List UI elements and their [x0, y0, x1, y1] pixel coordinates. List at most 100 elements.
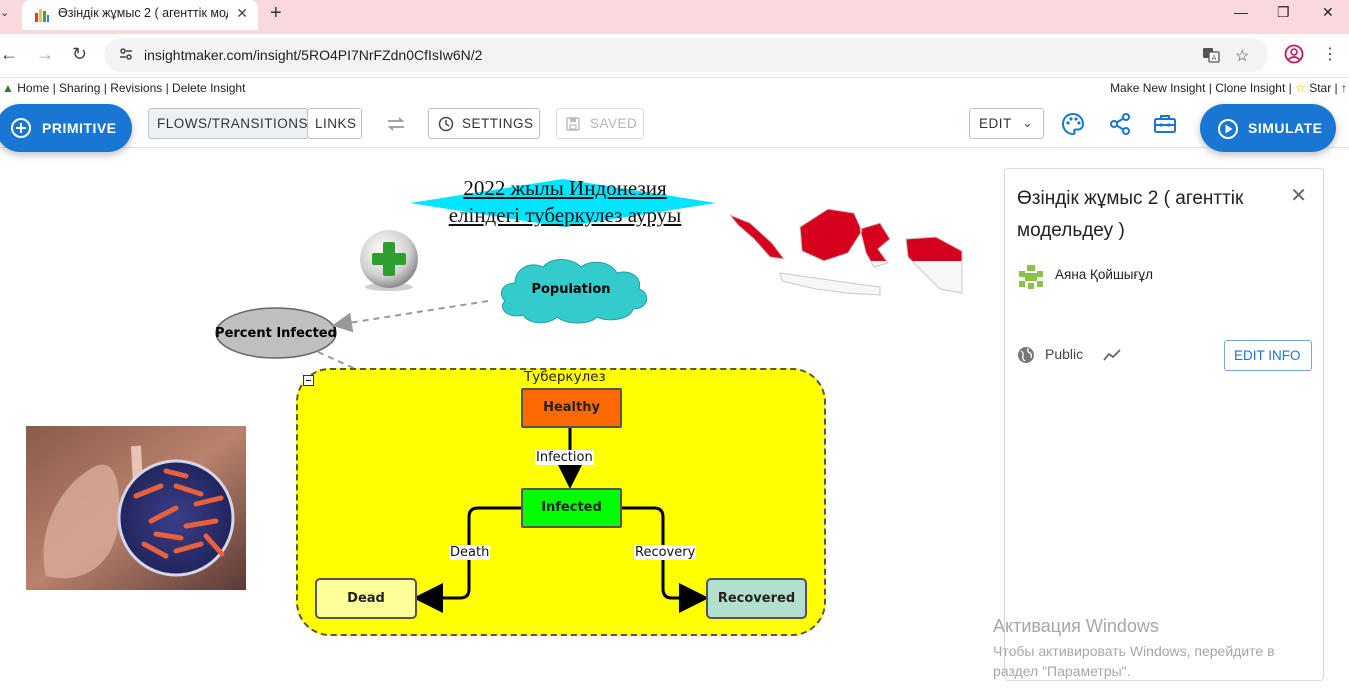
address-bar: ← → ↻ insightmaker.com/insight/5RO4PI7Nr… [0, 34, 1349, 78]
recovery-label: Recovery [634, 545, 697, 560]
star-icon: ☆ [1295, 81, 1306, 95]
healthy-label: Healthy [543, 400, 600, 415]
translate-icon[interactable]: A [1202, 46, 1220, 69]
recovered-state[interactable]: Recovered [706, 578, 807, 619]
saved-label: SAVED [590, 116, 638, 131]
folder-label: Туберкулез [524, 369, 606, 385]
avatar[interactable] [1017, 263, 1045, 291]
palette-icon[interactable] [1061, 112, 1085, 136]
site-info-icon[interactable] [118, 46, 134, 62]
swap-icon[interactable] [384, 112, 408, 136]
percent-infected-variable[interactable]: Percent Infected [214, 306, 338, 360]
tab-close-icon[interactable]: ✕ [236, 5, 248, 21]
edit-info-label: EDIT INFO [1234, 348, 1301, 363]
watermark-line3: раздел "Параметры". [993, 663, 1131, 679]
tab-search-chevron-icon[interactable]: ⌄ [0, 7, 10, 19]
separator: | [1205, 81, 1216, 95]
omnibox[interactable]: insightmaker.com/insight/5RO4PI7NrFZdn0C… [104, 38, 1268, 72]
sharing-link[interactable]: Sharing [59, 81, 101, 95]
links-button[interactable]: LINKS [307, 108, 362, 139]
green-plus-icon[interactable] [356, 227, 422, 293]
insight-maker-favicon-icon [35, 9, 49, 22]
recovered-label: Recovered [717, 591, 796, 606]
model-canvas[interactable]: 2022 жылы Индонезия еліндегі туберкулез … [0, 149, 990, 700]
flows-transitions-button[interactable]: FLOWS/TRANSITIONS [148, 108, 308, 139]
window-close-icon[interactable]: ✕ [1322, 4, 1334, 20]
settings-label: SETTINGS [462, 116, 534, 131]
watermark-body: Чтобы активировать Windows, перейдите в … [993, 641, 1275, 681]
panel-title: Өзіндік жұмыс 2 ( агенттік модельдеу ) [1017, 188, 1244, 241]
separator: | [1285, 81, 1296, 95]
dead-label: Dead [347, 591, 385, 606]
minimize-icon[interactable]: — [1234, 4, 1248, 20]
maximize-icon[interactable]: ❐ [1277, 4, 1290, 20]
insight-top-links: ▲ Home | Sharing | Revisions | Delete In… [0, 80, 1349, 98]
globe-icon [1018, 347, 1034, 363]
trending-icon[interactable] [1103, 348, 1121, 362]
separator: | [162, 81, 173, 95]
author-name[interactable]: Аяна Қойшығұл [1055, 267, 1154, 282]
infected-state[interactable]: Infected [521, 488, 622, 528]
close-icon[interactable]: ✕ [1290, 185, 1307, 207]
links-label: LINKS [315, 116, 357, 131]
add-circle-icon [11, 118, 31, 138]
back-icon[interactable]: ← [0, 44, 18, 64]
tab-strip: ⌄ Өзіндік жұмыс 2 ( агенттік мод ✕ + — ❐… [0, 0, 1349, 34]
browser-menu-icon[interactable]: ⋮ [1322, 46, 1338, 63]
title-diamond-shape [410, 179, 716, 227]
population-variable[interactable]: Population [493, 253, 653, 327]
model-title-line2: еліндегі туберкулез ауруы [448, 203, 682, 227]
bookmark-star-icon[interactable]: ☆ [1235, 48, 1250, 65]
clone-insight-link[interactable]: Clone Insight [1215, 81, 1286, 95]
link-population-percent[interactable] [332, 300, 489, 333]
healthy-state[interactable]: Healthy [521, 388, 622, 428]
settings-button[interactable]: SETTINGS [428, 108, 540, 139]
tuberculosis-lungs-image [26, 426, 246, 590]
home-link[interactable]: Home [17, 81, 50, 95]
share-icon[interactable] [1108, 112, 1132, 136]
transition-arrows [413, 428, 709, 613]
browser-tab[interactable]: Өзіндік жұмыс 2 ( агенттік мод ✕ [22, 0, 258, 30]
edit-label: EDIT [979, 116, 1012, 131]
save-disk-icon [566, 117, 580, 131]
clock-icon [438, 116, 454, 132]
edit-dropdown-button[interactable]: EDIT ⌄ [969, 108, 1044, 139]
population-label: Population [531, 282, 610, 297]
insight-info-panel: Өзіндік жұмыс 2 ( агенттік модельдеу ) ✕… [1004, 168, 1324, 681]
infected-label: Infected [541, 500, 602, 515]
revisions-link[interactable]: Revisions [110, 81, 163, 95]
primitive-label: PRIMITIVE [42, 120, 117, 136]
folder-collapse-toggle[interactable]: – [303, 375, 314, 386]
new-tab-icon[interactable]: + [270, 2, 282, 24]
death-label: Death [449, 545, 491, 560]
separator: | ↑ [1331, 81, 1347, 95]
model-title[interactable]: 2022 жылы Индонезия еліндегі туберкулез … [410, 175, 720, 229]
separator: | [100, 81, 111, 95]
profile-icon[interactable] [1284, 44, 1304, 69]
url-text[interactable]: insightmaker.com/insight/5RO4PI7NrFZdn0C… [144, 47, 483, 63]
link-arrows [317, 300, 489, 371]
star-link[interactable]: Star [1309, 81, 1332, 95]
edit-info-button[interactable]: EDIT INFO [1224, 340, 1312, 371]
primitive-button[interactable]: PRIMITIVE [0, 104, 132, 152]
reload-icon[interactable]: ↻ [72, 44, 88, 64]
indonesia-map-image [730, 209, 963, 296]
toolbox-icon[interactable] [1153, 112, 1177, 136]
model-title-line1: 2022 жылы Индонезия [463, 176, 667, 200]
link-folder-percent[interactable] [317, 351, 359, 371]
make-new-insight-link[interactable]: Make New Insight [1110, 81, 1206, 95]
percent-infected-label: Percent Infected [215, 326, 337, 341]
saved-button[interactable]: SAVED [556, 108, 644, 139]
editor-toolbar: PRIMITIVE FLOWS/TRANSITIONS LINKS SETTIN… [0, 100, 1349, 152]
watermark-line2: Чтобы активировать Windows, перейдите в [993, 643, 1275, 659]
dead-state[interactable]: Dead [315, 578, 417, 619]
delete-insight-link[interactable]: Delete Insight [172, 81, 246, 95]
windows-activation-watermark: Активация Windows Чтобы активировать Win… [993, 616, 1275, 681]
visibility-label: Public [1045, 346, 1084, 362]
tab-title: Өзіндік жұмыс 2 ( агенттік мод [58, 6, 228, 20]
play-circle-icon [1218, 119, 1238, 139]
simulate-button[interactable]: SIMULATE [1200, 104, 1336, 152]
infection-label: Infection [535, 450, 594, 465]
flows-label: FLOWS/TRANSITIONS [157, 116, 309, 131]
forward-icon[interactable]: → [36, 44, 54, 64]
